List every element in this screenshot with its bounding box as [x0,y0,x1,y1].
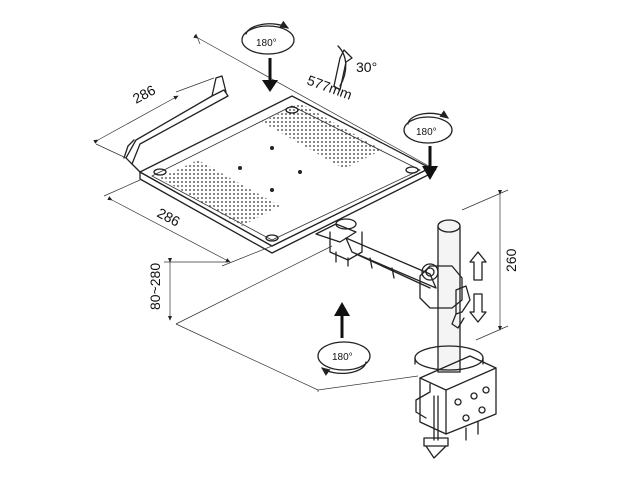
tray-rotation-label: 180° [256,38,277,49]
height-adjust-arrows [469,251,487,323]
down-arrow-icon [469,293,487,323]
vent-area-left [160,160,280,226]
arm-rotation-label: 180° [416,127,437,138]
screw-hole [270,146,274,150]
dimension-pole-height: 260 [461,189,519,341]
dimension-height-range: 80~280 [147,257,228,321]
tilt-indicator: 30° [333,45,377,91]
arm-rotation-badge: 180° [403,110,453,180]
tray-depth-label: 286 [130,81,158,106]
rubber-foot [265,234,279,242]
desk-surface-outline [175,323,419,392]
tray-width-label: 286 [155,205,183,230]
down-arrow-icon [422,166,438,180]
down-arrow-icon [262,80,278,92]
mounting-pole [437,219,461,373]
rubber-foot [153,168,167,176]
screw-hole [298,170,302,174]
tilt-label: 30° [356,59,377,75]
pole-height-label: 260 [503,248,519,272]
base-rotation-label: 180° [332,352,353,363]
up-arrow-icon [334,302,350,316]
desk-clamp [414,345,497,459]
arm-length-label: 577mm [305,72,354,103]
up-arrow-icon [469,251,487,281]
articulating-arm [345,237,437,289]
base-rotation-badge: 180° [317,302,371,376]
tilt-arrow-icon [333,49,353,91]
screw-hole [270,188,274,192]
pole-clamp-joint [419,263,471,329]
screw-hole [238,166,242,170]
tray-rotation-badge: 180° [241,20,295,92]
height-range-label: 80~280 [147,263,163,310]
